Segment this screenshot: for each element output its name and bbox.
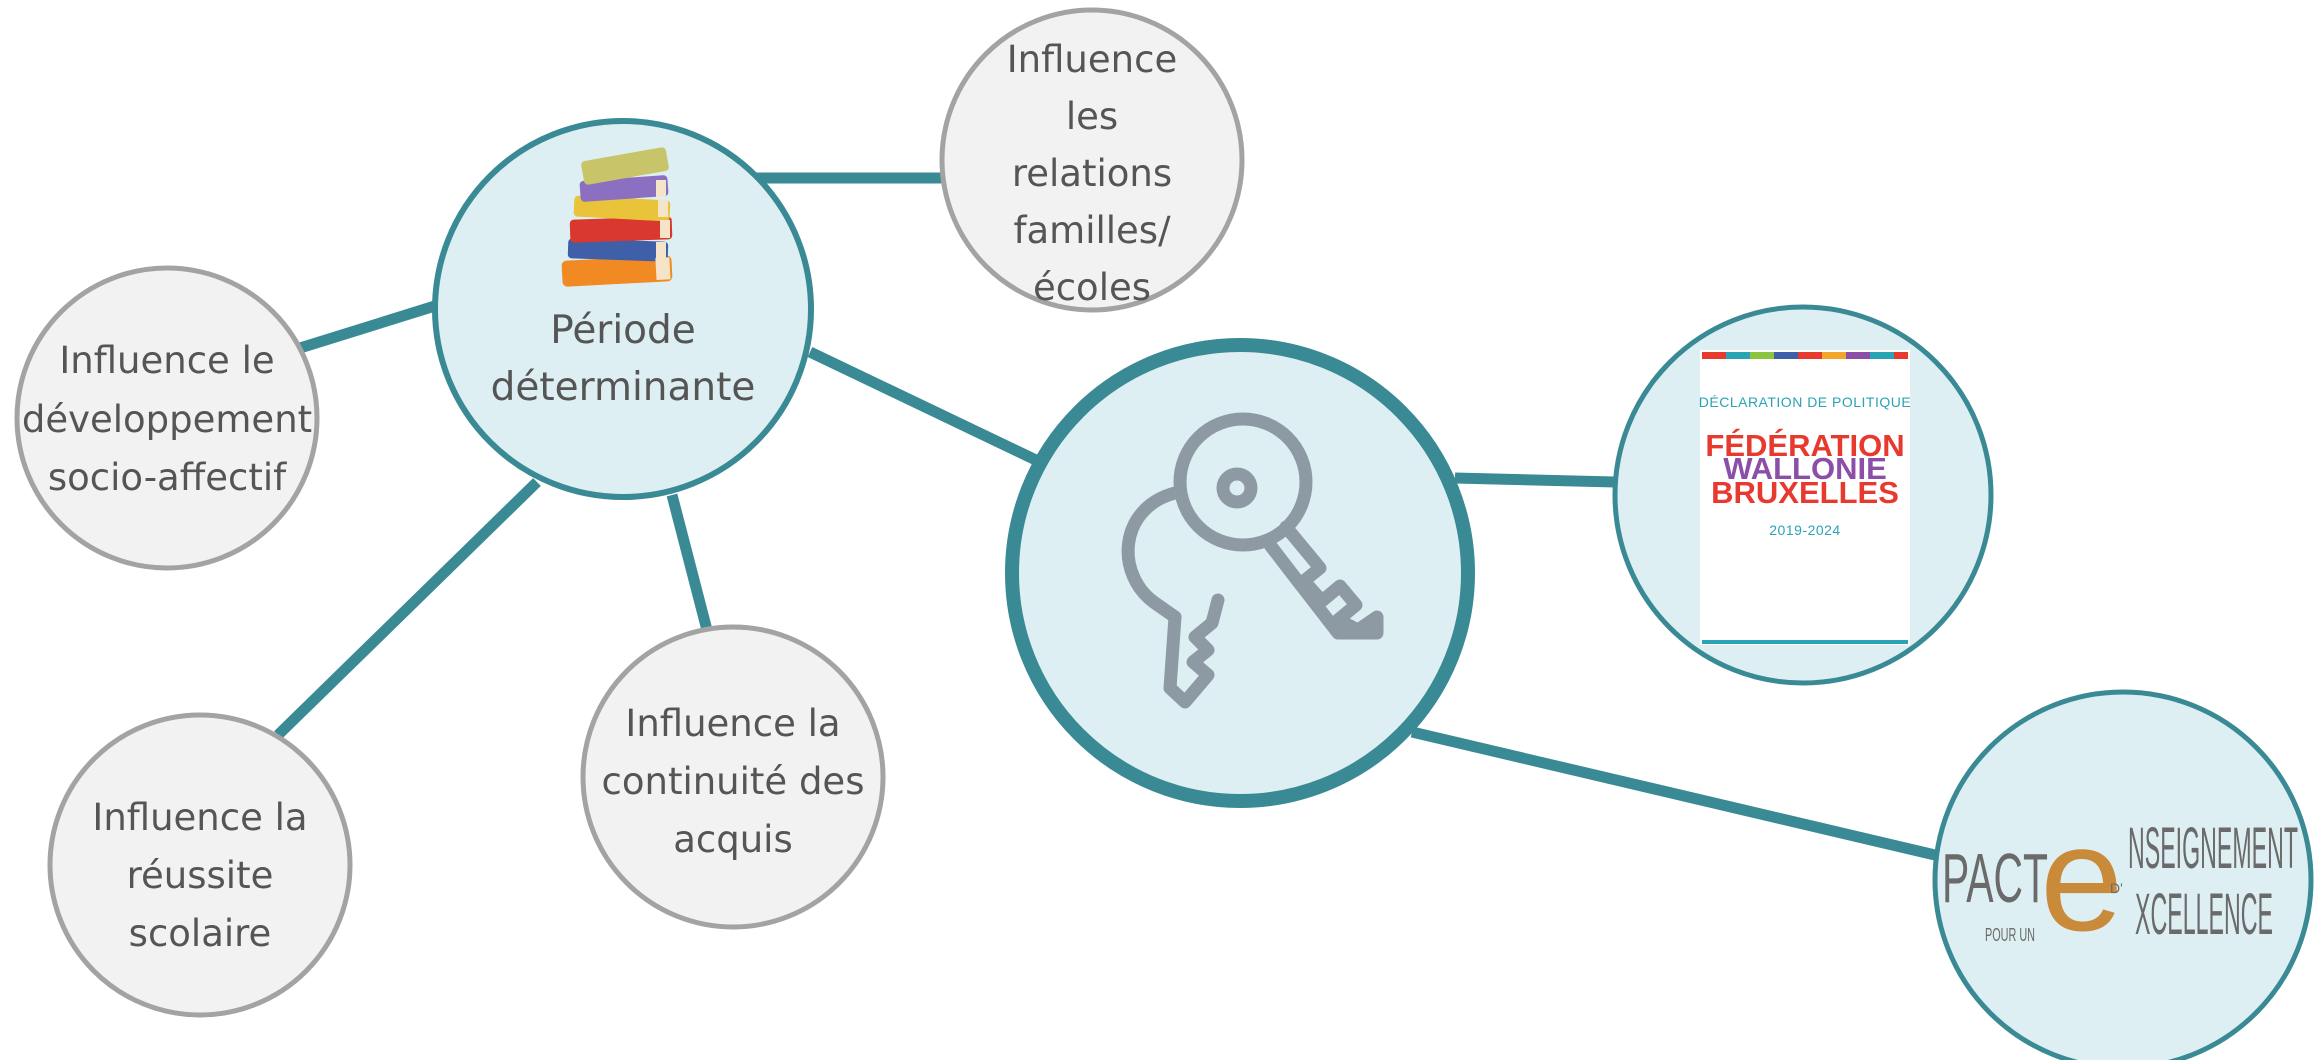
continuite-node: Influence la continuité des acquis bbox=[580, 624, 886, 930]
declaration-node: DÉCLARATION DE POLITIQUE FÉDÉRATION WALL… bbox=[1612, 304, 1994, 686]
continuite-line-2: continuité des bbox=[602, 760, 865, 803]
connector-key-declaration bbox=[1454, 472, 1616, 488]
continuite-line-3: acquis bbox=[673, 818, 793, 861]
reussite-line-2: réussite bbox=[127, 854, 274, 897]
pact-logo: PACT POUR UN e D' NSEIGNEMENT XCELLENCE bbox=[1942, 794, 2298, 962]
reussite-node: Influence la réussite scolaire bbox=[47, 712, 353, 1018]
connector-central-reussite bbox=[274, 478, 541, 739]
declaration-top-stripe bbox=[1702, 352, 1908, 359]
keys-icon bbox=[1121, 412, 1384, 709]
reussite-line-1: Influence la bbox=[92, 796, 307, 839]
central-label-line-1: Période bbox=[550, 308, 696, 353]
pact-apostrophe: D' bbox=[2110, 880, 2123, 896]
socio-node: Influence le développement socio-affecti… bbox=[14, 265, 320, 571]
central-node: Période déterminante bbox=[432, 118, 814, 500]
declaration-line-3: BRUXELLES bbox=[1711, 475, 1899, 510]
books-stack-icon bbox=[561, 147, 673, 287]
declaration-years: 2019-2024 bbox=[1769, 522, 1840, 538]
declaration-heading: DÉCLARATION DE POLITIQUE bbox=[1699, 394, 1911, 410]
relations-line-2: les bbox=[1066, 95, 1118, 138]
continuite-line-1: Influence la bbox=[625, 702, 840, 745]
pact-node: PACT POUR UN e D' NSEIGNEMENT XCELLENCE bbox=[1932, 689, 2314, 1060]
central-label-line-2: déterminante bbox=[491, 365, 756, 410]
pact-word-1: PACT bbox=[1942, 839, 2048, 917]
relations-line-5: écoles bbox=[1033, 266, 1151, 309]
socio-line-3: socio-affectif bbox=[48, 456, 287, 499]
relations-line-3: relations bbox=[1012, 152, 1172, 195]
connector-central-continuite bbox=[666, 493, 713, 632]
connector-central-socio bbox=[298, 299, 440, 354]
declaration-line-2: WALLONIE bbox=[1723, 451, 1887, 486]
socio-line-2: développement bbox=[22, 398, 312, 441]
pact-e-letter: e bbox=[2040, 794, 2123, 962]
connector-key-pact bbox=[1410, 726, 1937, 861]
pact-sub-1: POUR UN bbox=[1985, 925, 2035, 945]
pact-word-3: XCELLENCE bbox=[2135, 882, 2273, 947]
relations-node: Influence les relations familles/ écoles bbox=[939, 7, 1245, 313]
relations-line-4: familles/ bbox=[1013, 209, 1171, 252]
connectors bbox=[274, 172, 1937, 861]
relations-line-1: Influence bbox=[1007, 38, 1177, 81]
socio-line-1: Influence le bbox=[59, 339, 274, 382]
pact-word-2: NSEIGNEMENT bbox=[2128, 816, 2298, 881]
reussite-line-3: scolaire bbox=[129, 912, 272, 955]
connector-central-key bbox=[807, 347, 1043, 467]
declaration-line-1: FÉDÉRATION bbox=[1705, 428, 1904, 463]
key-node bbox=[1005, 338, 1475, 808]
